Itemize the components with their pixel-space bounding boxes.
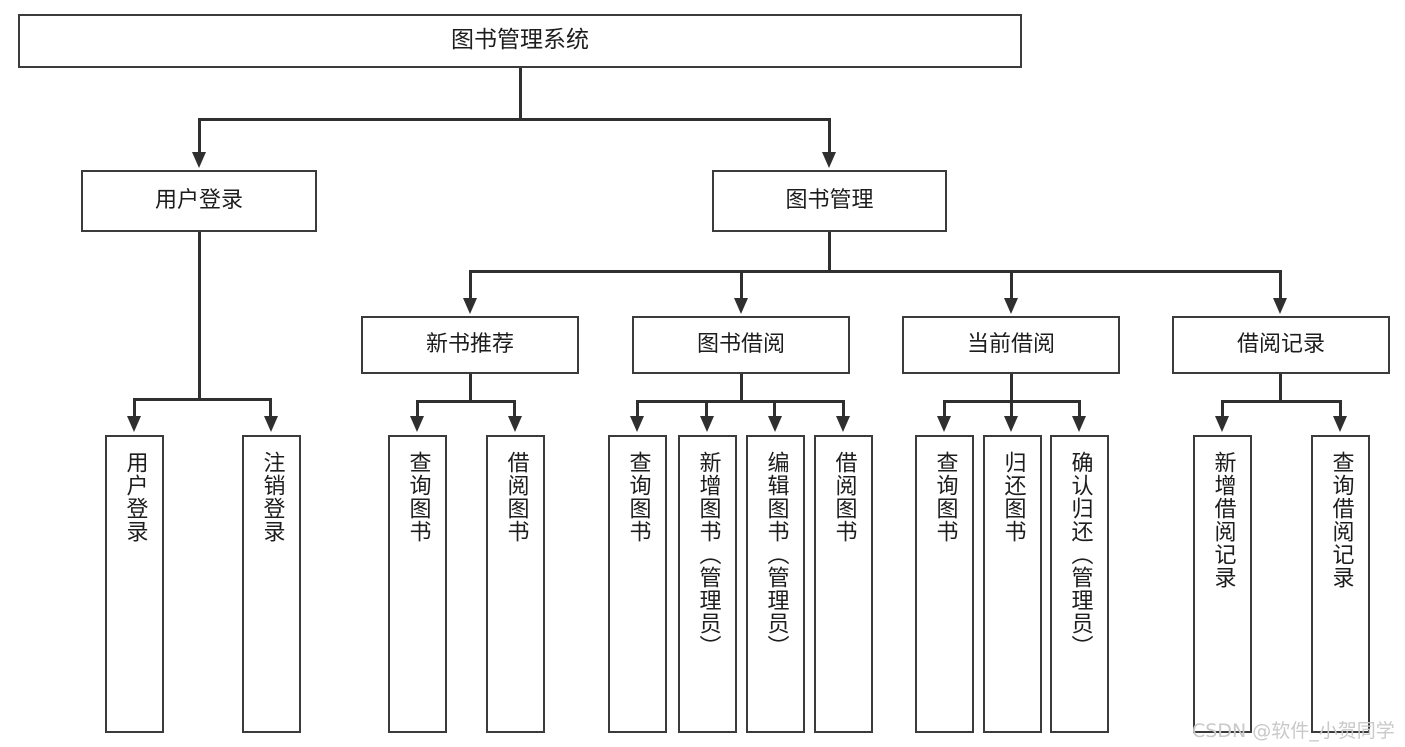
- connector-level1-bus: [198, 118, 830, 121]
- leaf-add-book-label: 新增图书（管理员）: [695, 451, 721, 658]
- connector-borrow-drop-1: [636, 400, 639, 418]
- arrow-to-leaf-add-book: [700, 416, 714, 432]
- arrow-to-leaf-query-book-1: [410, 416, 424, 432]
- node-book-manage-label: 图书管理: [785, 188, 874, 214]
- connector-user-login-bus: [133, 398, 270, 401]
- connector-recommend-bus: [416, 400, 514, 403]
- leaf-confirm-return[interactable]: 确认归还（管理员）: [1050, 435, 1109, 733]
- connector-book-manage-stem: [828, 232, 831, 270]
- arrow-to-leaf-return-book: [1004, 416, 1018, 432]
- connector-recommend-drop-1: [416, 400, 419, 418]
- node-borrow-record-label: 借阅记录: [1236, 332, 1325, 358]
- arrow-to-leaf-user-login: [127, 416, 141, 432]
- arrow-to-leaf-confirm-return: [1072, 416, 1086, 432]
- connector-borrow-bus: [636, 400, 844, 403]
- connector-level1-drop-right: [828, 118, 831, 154]
- connector-level2-bus: [469, 270, 1281, 273]
- leaf-edit-book[interactable]: 编辑图书（管理员）: [746, 435, 805, 733]
- leaf-user-login[interactable]: 用户登录: [105, 435, 164, 733]
- leaf-logout-label: 注销登录: [259, 451, 285, 543]
- arrow-to-leaf-borrow-book-1: [508, 416, 522, 432]
- csdn-watermark: CSDN @软件_小贺同学: [1192, 720, 1395, 742]
- connector-recommend-drop-2: [513, 400, 516, 418]
- leaf-borrow-book-2-label: 借阅图书: [831, 451, 857, 543]
- arrow-to-leaf-query-book-3: [937, 416, 951, 432]
- node-new-book-recommend[interactable]: 新书推荐: [361, 316, 579, 374]
- leaf-add-borrow-record[interactable]: 新增借阅记录: [1193, 435, 1252, 733]
- connector-record-stem: [1279, 374, 1282, 400]
- leaf-borrow-book-1-label: 借阅图书: [503, 451, 529, 543]
- connector-level2-drop-1: [469, 270, 472, 300]
- connector-level2-drop-3: [1010, 270, 1013, 300]
- arrow-to-current-borrow: [1004, 298, 1018, 314]
- arrow-to-user-login: [192, 152, 206, 168]
- leaf-return-book[interactable]: 归还图书: [983, 435, 1042, 733]
- leaf-edit-book-label: 编辑图书（管理员）: [763, 451, 789, 658]
- arrow-to-new-book-recommend: [463, 298, 477, 314]
- node-current-borrow-label: 当前借阅: [966, 332, 1055, 358]
- leaf-query-book-3[interactable]: 查询图书: [915, 435, 974, 733]
- connector-borrow-drop-3: [773, 400, 776, 418]
- arrow-to-borrow-record: [1273, 298, 1287, 314]
- connector-current-drop-2: [1010, 400, 1013, 418]
- node-user-login[interactable]: 用户登录: [81, 170, 317, 232]
- leaf-logout[interactable]: 注销登录: [242, 435, 301, 733]
- connector-user-login-drop-1: [133, 398, 136, 418]
- connector-user-login-stem: [198, 232, 201, 400]
- leaf-query-book-1[interactable]: 查询图书: [388, 435, 447, 733]
- leaf-query-book-2[interactable]: 查询图书: [608, 435, 667, 733]
- arrow-to-book-borrow: [734, 298, 748, 314]
- connector-record-bus: [1221, 400, 1340, 403]
- connector-borrow-drop-2: [705, 400, 708, 418]
- leaf-query-borrow-record[interactable]: 查询借阅记录: [1311, 435, 1370, 733]
- node-book-borrow-label: 图书借阅: [696, 332, 785, 358]
- leaf-confirm-return-label: 确认归还（管理员）: [1067, 451, 1093, 658]
- connector-borrow-stem: [740, 374, 743, 400]
- connector-current-drop-3: [1078, 400, 1081, 418]
- leaf-query-book-2-label: 查询图书: [625, 451, 651, 543]
- connector-recommend-stem: [469, 374, 472, 400]
- node-borrow-record[interactable]: 借阅记录: [1172, 316, 1390, 374]
- leaf-borrow-book-1[interactable]: 借阅图书: [486, 435, 545, 733]
- connector-record-drop-2: [1339, 400, 1342, 418]
- arrow-to-book-manage: [822, 152, 836, 168]
- leaf-user-login-label: 用户登录: [122, 451, 148, 543]
- leaf-add-book[interactable]: 新增图书（管理员）: [678, 435, 737, 733]
- connector-current-drop-1: [943, 400, 946, 418]
- leaf-query-book-1-label: 查询图书: [405, 451, 431, 543]
- node-root-label: 图书管理系统: [451, 27, 589, 54]
- leaf-query-borrow-record-label: 查询借阅记录: [1328, 451, 1354, 589]
- arrow-to-leaf-query-borrow-record: [1333, 416, 1347, 432]
- connector-root-stem: [519, 68, 522, 118]
- leaf-query-book-3-label: 查询图书: [932, 451, 958, 543]
- connector-level2-drop-4: [1279, 270, 1282, 300]
- connector-borrow-drop-4: [842, 400, 845, 418]
- arrow-to-leaf-add-borrow-record: [1215, 416, 1229, 432]
- connector-user-login-drop-2: [269, 398, 272, 418]
- node-current-borrow[interactable]: 当前借阅: [902, 316, 1120, 374]
- node-book-borrow[interactable]: 图书借阅: [632, 316, 850, 374]
- arrow-to-leaf-borrow-book-2: [836, 416, 850, 432]
- arrow-to-leaf-edit-book: [768, 416, 782, 432]
- node-user-login-label: 用户登录: [154, 188, 243, 214]
- connector-record-drop-1: [1221, 400, 1224, 418]
- leaf-return-book-label: 归还图书: [1000, 451, 1026, 543]
- node-new-book-recommend-label: 新书推荐: [425, 332, 514, 358]
- connector-current-stem: [1010, 374, 1013, 400]
- connector-level1-drop-left: [198, 118, 201, 154]
- leaf-add-borrow-record-label: 新增借阅记录: [1210, 451, 1236, 589]
- node-root[interactable]: 图书管理系统: [18, 14, 1022, 68]
- arrow-to-leaf-logout: [264, 416, 278, 432]
- leaf-borrow-book-2[interactable]: 借阅图书: [814, 435, 873, 733]
- connector-level2-drop-2: [740, 270, 743, 300]
- arrow-to-leaf-query-book-2: [630, 416, 644, 432]
- node-book-manage[interactable]: 图书管理: [712, 170, 947, 232]
